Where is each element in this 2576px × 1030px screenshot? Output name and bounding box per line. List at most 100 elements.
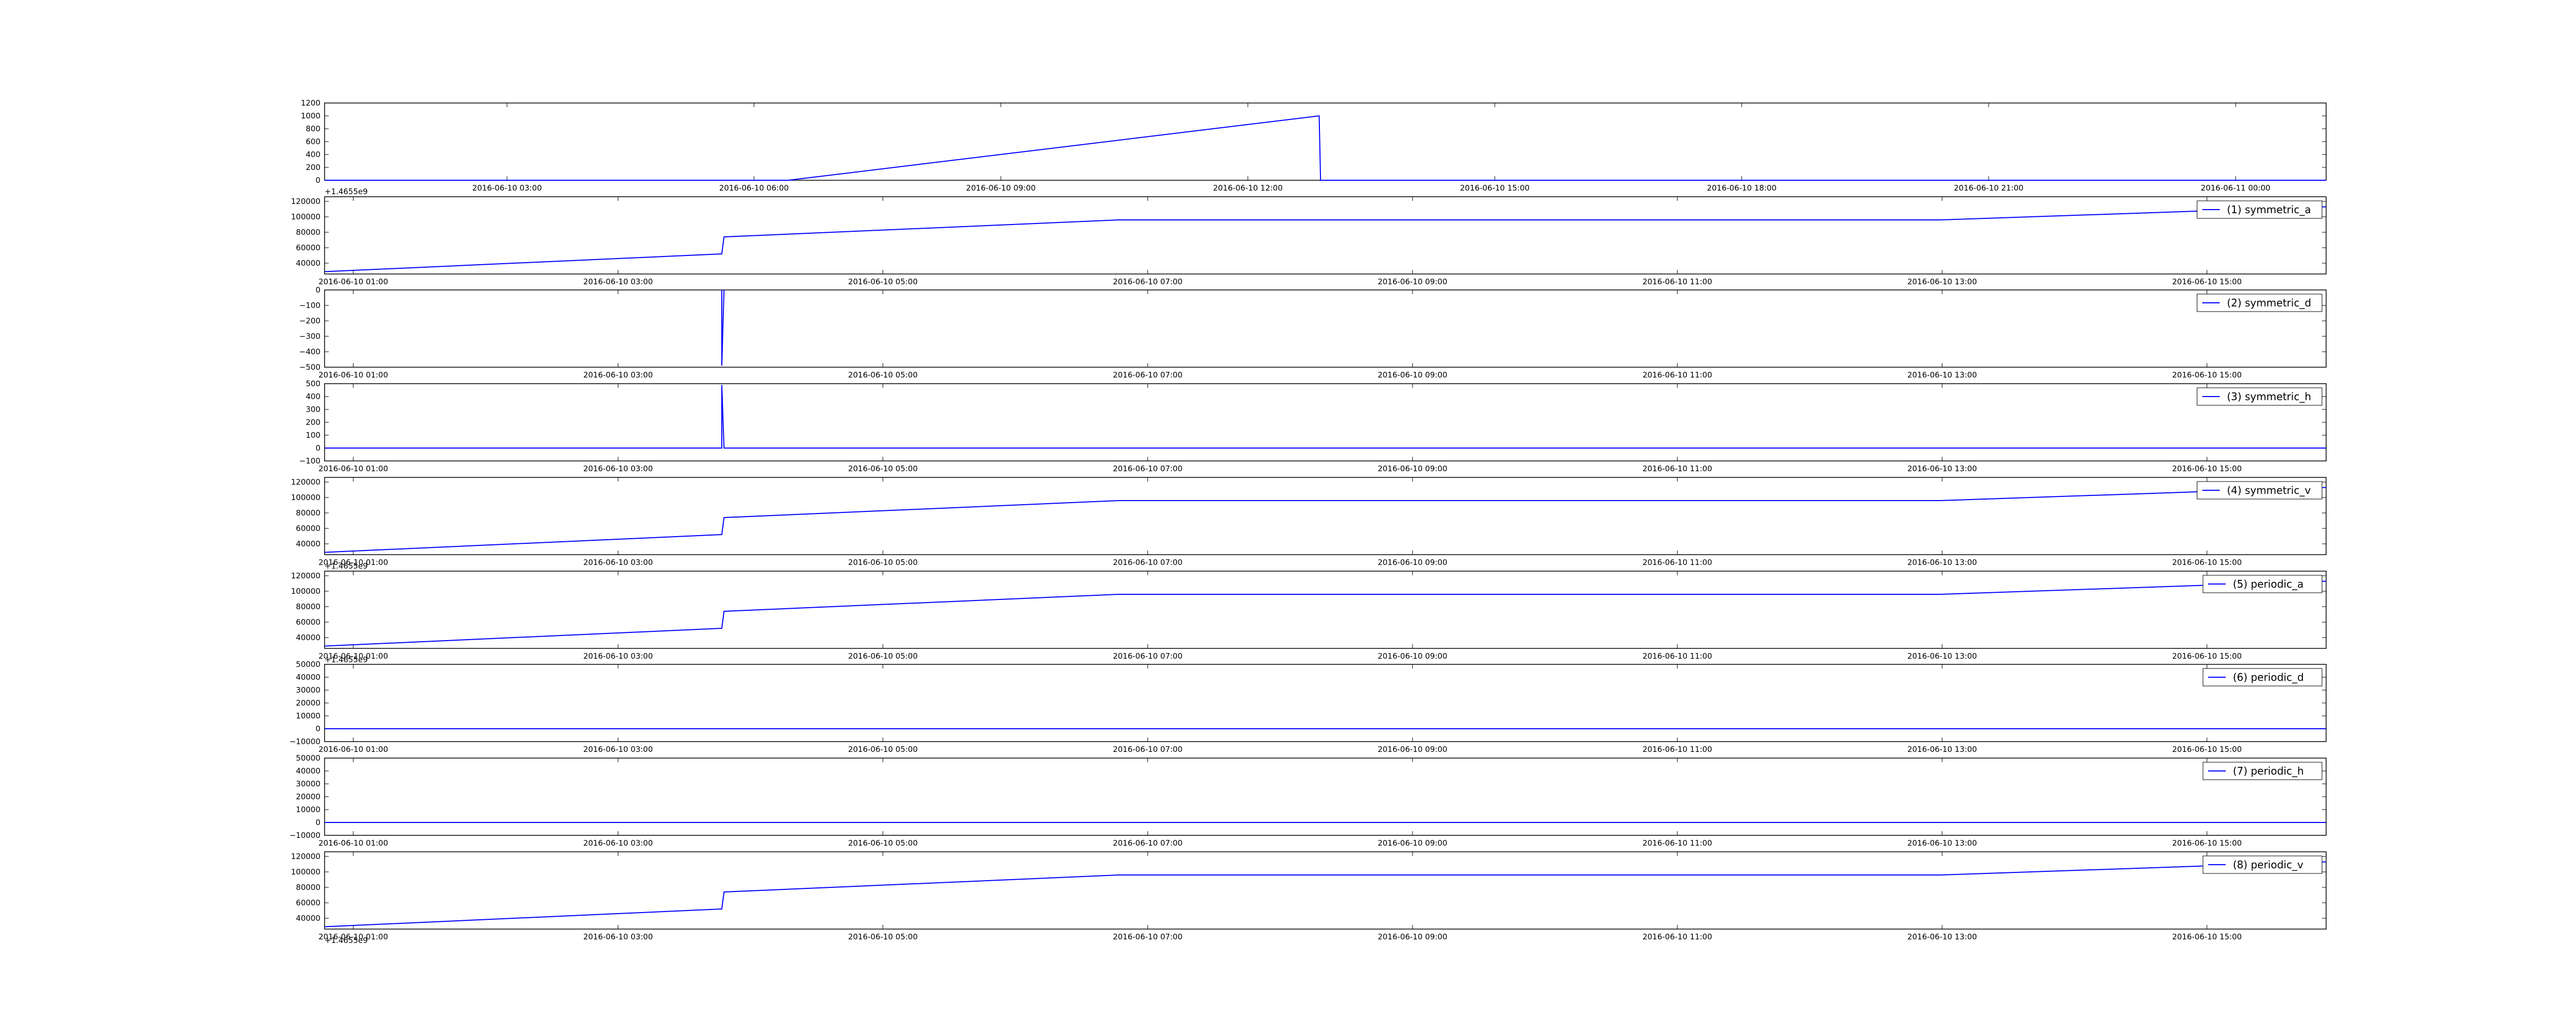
y-tick-label: −10000 [290,831,320,840]
y-tick-label: 100 [306,431,320,440]
x-tick-label: 2016-06-10 15:00 [2172,745,2242,754]
y-tick-label: 40000 [296,259,320,268]
y-tick-label: 0 [315,818,320,827]
x-tick-label: 2016-06-10 07:00 [1113,932,1182,941]
x-tick-label: 2016-06-10 15:00 [2172,464,2242,473]
x-tick-label: 2016-06-10 11:00 [1642,651,1712,661]
x-tick-label: 2016-06-10 01:00 [318,277,388,286]
axes-frame [324,571,2327,649]
x-tick-label: 2016-06-10 01:00 [318,745,388,754]
x-tick-label: 2016-06-10 09:00 [1378,558,1447,567]
axes-frame [324,289,2327,368]
subplot-7: −10000010000200003000040000500002016-06-… [290,753,2327,848]
axes-frame [324,477,2327,555]
y-tick-label: 10000 [296,711,320,720]
x-tick-label: 2016-06-10 01:00 [318,464,388,473]
x-tick-label: 2016-06-10 05:00 [848,932,918,941]
y-tick-label: 600 [306,137,320,146]
x-tick-label: 2016-06-10 13:00 [1907,838,1977,848]
y-tick-label: 300 [306,405,320,414]
y-tick-label: 40000 [296,673,320,682]
x-tick-label: 2016-06-10 13:00 [1907,464,1977,473]
x-tick-label: 2016-06-10 13:00 [1907,651,1977,661]
x-tick-label: 2016-06-10 07:00 [1113,745,1182,754]
x-tick-label: 2016-06-10 21:00 [1954,183,2023,193]
y-tick-label: 120000 [291,852,320,861]
y-tick-label: 800 [306,124,320,133]
axes-frame [324,102,2327,181]
y-tick-label: 1200 [301,98,320,108]
x-tick-label: 2016-06-10 05:00 [848,558,918,567]
y-tick-label: −400 [299,347,320,356]
y-tick-label: −100 [299,301,320,310]
x-tick-label: 2016-06-10 05:00 [848,464,918,473]
y-tick-label: 100000 [291,212,320,221]
y-tick-label: 0 [315,285,320,295]
subplot-8: 40000 60000 80000 100000 120000 2016-06-10 01… [291,851,2327,945]
y-tick-label: 60000 [296,898,320,907]
legend-label: (5) periodic_a [2233,578,2303,590]
y-tick-label: 20000 [296,792,320,801]
y-tick-label: −500 [299,363,320,372]
x-tick-label: 2016-06-10 13:00 [1907,932,1977,941]
x-tick-label: 2016-06-10 09:00 [1378,277,1447,286]
y-tick-label: 40000 [296,633,320,642]
x-tick-label: 2016-06-10 15:00 [2172,651,2242,661]
x-tick-label: 2016-06-10 03:00 [472,183,542,193]
y-tick-label: 400 [306,150,320,159]
legend-label: (6) periodic_d [2233,671,2304,683]
x-tick-label: 2016-06-10 05:00 [848,370,918,380]
axes-frame [324,196,2327,274]
series-line [325,385,2326,449]
y-tick-label: 80000 [296,883,320,892]
x-tick-label: 2016-06-10 07:00 [1113,558,1182,567]
x-tick-label: 2016-06-10 15:00 [2172,932,2242,941]
x-tick-label: 2016-06-10 05:00 [848,651,918,661]
y-tick-label: 40000 [296,766,320,776]
x-tick-label: 2016-06-10 03:00 [583,651,653,661]
legend-label: (1) symmetric_a [2227,203,2311,216]
y-tick-label: 60000 [296,524,320,533]
x-offset-label: +1.4655e9 [325,655,368,664]
y-tick-label: 80000 [296,508,320,518]
series-line [324,487,2327,553]
x-tick-label: 2016-06-10 09:00 [1378,651,1447,661]
x-tick-label: 2016-06-10 03:00 [583,277,653,286]
y-tick-label: 40000 [296,914,320,923]
x-tick-label: 2016-06-10 11:00 [1642,558,1712,567]
x-tick-label: 2016-06-10 07:00 [1113,277,1182,286]
x-tick-label: 2016-06-10 13:00 [1907,745,1977,754]
axes-frame [324,383,2327,461]
legend-label: (7) periodic_h [2233,765,2304,777]
y-tick-label: 10000 [296,805,320,814]
x-tick-label: 2016-06-10 01:00 [318,932,388,941]
x-tick-label: 2016-06-10 15:00 [1460,183,1530,193]
x-tick-label: 2016-06-10 09:00 [1378,745,1447,754]
y-tick-label: −100 [299,456,320,466]
x-tick-label: 2016-06-10 05:00 [848,277,918,286]
x-tick-label: 2016-06-10 13:00 [1907,370,1977,380]
y-tick-label: 100000 [291,867,320,877]
x-tick-label: 2016-06-10 07:00 [1113,464,1182,473]
x-tick-label: 2016-06-10 03:00 [583,745,653,754]
x-tick-label: 2016-06-10 15:00 [2172,277,2242,286]
y-tick-label: 60000 [296,617,320,627]
x-tick-label: 2016-06-10 06:00 [719,183,789,193]
x-tick-label: 2016-06-10 07:00 [1113,838,1182,848]
x-tick-label: 2016-06-10 03:00 [583,464,653,473]
x-tick-label: 2016-06-10 09:00 [1378,838,1447,848]
series-line [324,206,2327,272]
x-tick-label: 2016-06-10 09:00 [966,183,1036,193]
x-offset-label: +1.4655e9 [325,936,368,945]
y-tick-label: 0 [315,443,320,453]
x-tick-label: 2016-06-10 05:00 [848,745,918,754]
y-tick-label: 60000 [296,243,320,252]
y-tick-label: 120000 [291,477,320,487]
series-line [325,115,2326,181]
subplot-6: −10000010000200003000040000500002016-06-… [290,660,2327,754]
y-tick-label: 0 [315,176,320,185]
